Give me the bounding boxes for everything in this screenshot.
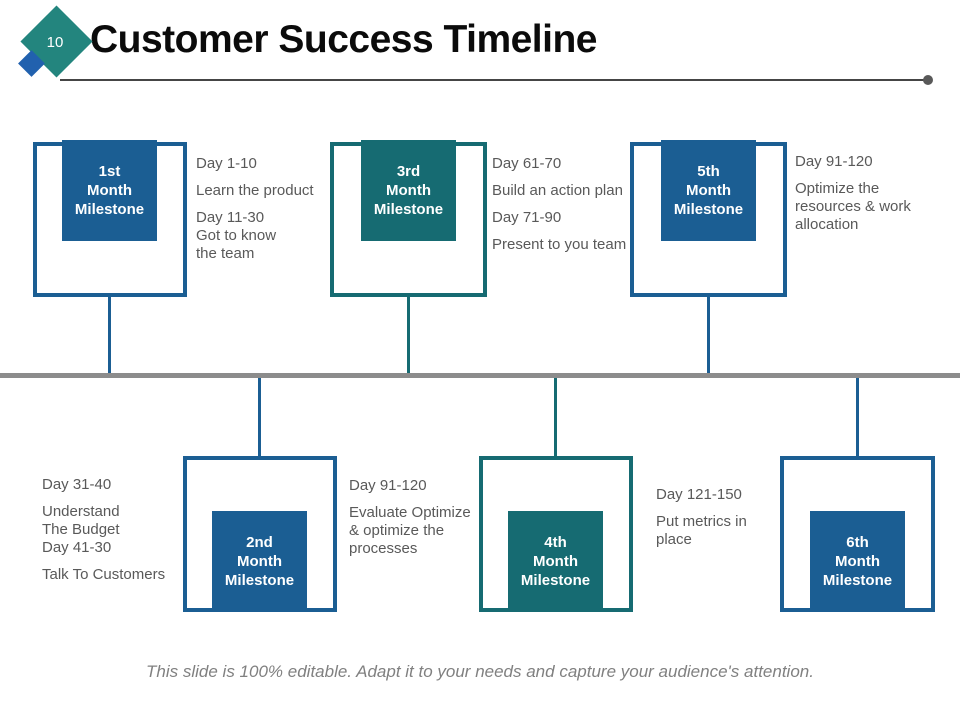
milestone-1-connector bbox=[108, 297, 111, 373]
milestone-6-details: Day 121-150 Put metrics in place bbox=[656, 486, 771, 558]
milestone-6-label: 6th Month Milestone bbox=[822, 534, 893, 589]
milestone-6-connector bbox=[856, 378, 859, 456]
milestone-5-details: Day 91-120 Optimize the resources & work… bbox=[795, 153, 923, 243]
detail-line: Learn the product bbox=[196, 182, 314, 199]
title-underline bbox=[60, 79, 928, 81]
detail-line: Day 61-70 bbox=[492, 155, 562, 172]
milestone-4-label: 4th Month Milestone bbox=[520, 534, 591, 589]
milestone-5-box: 5th Month Milestone bbox=[661, 140, 756, 241]
milestone-2-connector bbox=[258, 378, 261, 456]
detail-line: Day 121-150 bbox=[656, 486, 742, 503]
milestone-2-label: 2nd Month Milestone bbox=[224, 534, 295, 589]
milestone-2-details: Day 31-40 Understand The Budget Day 41-3… bbox=[42, 476, 192, 593]
milestone-1-label: 1st Month Milestone bbox=[74, 163, 145, 218]
slide-title: Customer Success Timeline bbox=[90, 18, 598, 61]
detail-line: Put metrics in place bbox=[656, 513, 747, 548]
detail-line: Day 1-10 bbox=[196, 155, 257, 172]
detail-line: Day 31-40 bbox=[42, 476, 112, 493]
detail-line: Day 11-30 Got to know the team bbox=[196, 209, 277, 262]
detail-line: Day 91-120 bbox=[349, 477, 427, 494]
detail-line: Day 91-120 bbox=[795, 153, 873, 170]
milestone-4-details: Day 91-120 Evaluate Optimize & optimize … bbox=[349, 477, 481, 567]
milestone-3-connector bbox=[407, 297, 410, 373]
milestone-5-label: 5th Month Milestone bbox=[673, 163, 744, 218]
milestone-2-box: 2nd Month Milestone bbox=[212, 511, 307, 612]
milestone-3-details: Day 61-70 Build an action plan Day 71-90… bbox=[492, 155, 647, 263]
detail-line: Present to you team bbox=[492, 236, 627, 253]
milestone-4-connector bbox=[554, 378, 557, 456]
detail-line: Optimize the resources & work allocation bbox=[795, 180, 911, 233]
milestone-1-box: 1st Month Milestone bbox=[62, 140, 157, 241]
milestone-3-label: 3rd Month Milestone bbox=[373, 163, 444, 218]
detail-line: Build an action plan bbox=[492, 182, 623, 199]
milestone-6-box: 6th Month Milestone bbox=[810, 511, 905, 612]
detail-line: Understand The Budget Day 41-30 bbox=[42, 503, 120, 556]
timeline-bar bbox=[0, 373, 960, 378]
milestone-3-box: 3rd Month Milestone bbox=[361, 140, 456, 241]
milestone-1-details: Day 1-10 Learn the product Day 11-30 Got… bbox=[196, 155, 326, 272]
detail-line: Evaluate Optimize & optimize the process… bbox=[349, 504, 471, 557]
detail-line: Day 71-90 bbox=[492, 209, 562, 226]
milestone-4-box: 4th Month Milestone bbox=[508, 511, 603, 612]
title-underline-dot bbox=[923, 75, 933, 85]
slide-number: 10 bbox=[46, 34, 64, 51]
milestone-5-connector bbox=[707, 297, 710, 373]
detail-line: Talk To Customers bbox=[42, 566, 166, 583]
footer-note: This slide is 100% editable. Adapt it to… bbox=[146, 662, 814, 681]
